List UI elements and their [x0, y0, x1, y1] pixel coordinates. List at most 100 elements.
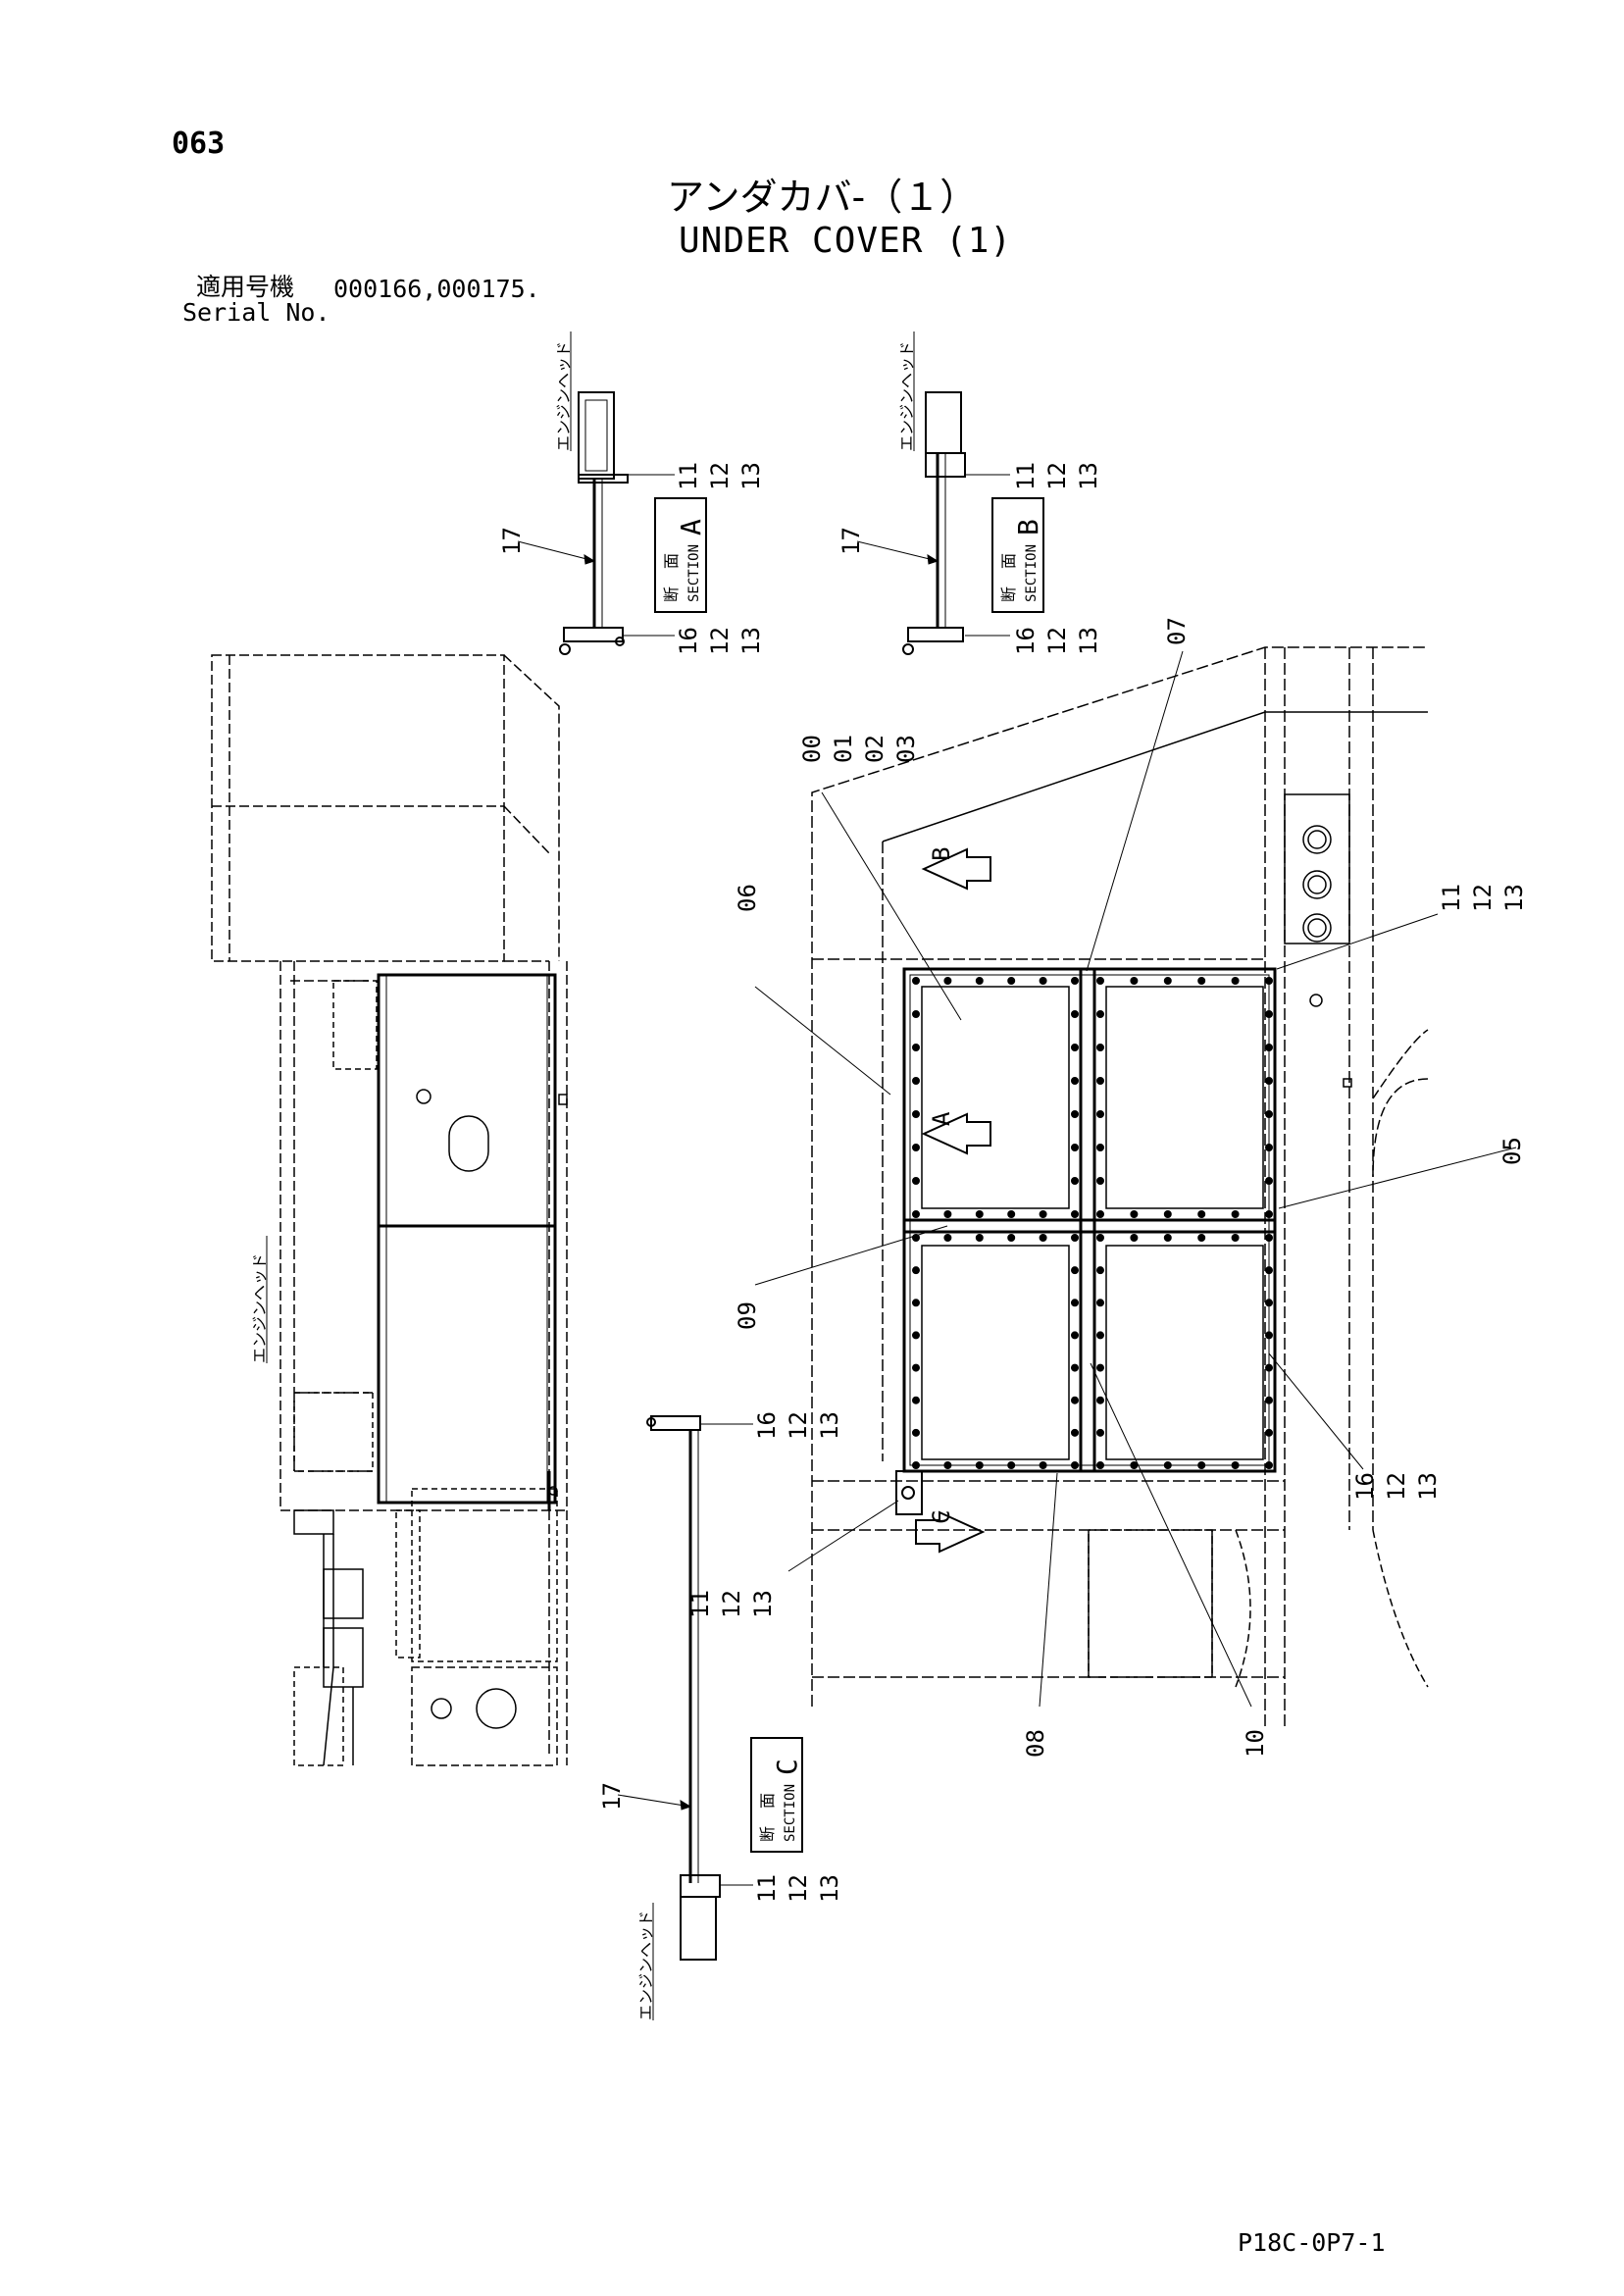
bolt	[1265, 1266, 1273, 1275]
bolt	[1265, 1331, 1273, 1340]
bolt	[1231, 1234, 1240, 1242]
bolt	[912, 1363, 920, 1372]
engine-head-label-a: エンジンヘッド	[554, 341, 573, 451]
bolt	[1163, 1461, 1172, 1469]
part-13-a-top: 13	[737, 462, 765, 490]
part-17-c: 17	[598, 1782, 626, 1811]
bolt	[1096, 1077, 1104, 1085]
bolt	[1039, 1461, 1047, 1469]
part-13-main-right: 13	[1500, 884, 1528, 912]
bolt	[1096, 1331, 1104, 1340]
bolt	[1265, 1010, 1273, 1018]
section-b-detail: エンジンヘッド 11 12 13 16 12 13 17 断 面 SECTION…	[837, 332, 1102, 655]
view-arrow-c: C	[915, 1510, 986, 1554]
bolt	[943, 977, 952, 985]
section-a-en: SECTION	[686, 544, 702, 602]
part-12-main-lower: 12	[1383, 1472, 1410, 1501]
bolt	[1130, 1461, 1139, 1469]
serial-numbers: 000166,000175.	[333, 275, 540, 303]
section-b-letter: B	[1012, 519, 1044, 536]
part-17-a: 17	[498, 527, 526, 555]
part-02: 02	[861, 735, 888, 763]
bolt	[1096, 1210, 1104, 1218]
bolt	[1071, 1396, 1079, 1404]
bolt	[1096, 1299, 1104, 1307]
bolt	[943, 1210, 952, 1218]
part-12-b-bottom: 12	[1043, 627, 1071, 655]
bolt	[1163, 1234, 1172, 1242]
bolt	[1007, 1234, 1016, 1242]
engine-head-label-side: エンジンヘッド	[250, 1253, 269, 1363]
bolt	[1071, 1044, 1079, 1051]
part-11-c: 11	[753, 1874, 781, 1903]
bolt	[1039, 1234, 1047, 1242]
bolt	[1197, 1210, 1206, 1218]
part-12-b-top: 12	[1043, 462, 1071, 490]
bolt	[912, 1461, 920, 1469]
bolt	[1096, 1363, 1104, 1372]
main-plan-view	[811, 646, 1429, 1726]
section-a-letter: A	[675, 519, 707, 536]
part-12-main-left: 12	[718, 1590, 745, 1618]
section-b-jp2: 面	[999, 553, 1018, 569]
bolt	[1071, 1363, 1079, 1372]
part-10: 10	[1242, 1729, 1269, 1758]
bolt	[1071, 1010, 1079, 1018]
title-japanese: アンダカバ-（１）	[667, 176, 978, 219]
part-11-main-right: 11	[1438, 884, 1465, 912]
part-labels-main: 00 01 02 03 07 06 11 12 13 05 09 16 12 1…	[686, 617, 1528, 1758]
bolt	[1096, 1461, 1104, 1469]
bolt	[1071, 977, 1079, 985]
leader-lines	[754, 650, 1517, 1708]
bolt	[1071, 1110, 1079, 1118]
part-17-b: 17	[837, 527, 865, 555]
part-11-a-top: 11	[675, 462, 702, 490]
bolt	[1265, 1396, 1273, 1404]
part-12-c-top: 12	[785, 1411, 812, 1440]
view-arrow-b-letter: B	[928, 847, 955, 861]
bolt	[1265, 1177, 1273, 1185]
part-12-a-top: 12	[706, 462, 734, 490]
bolt	[1071, 1331, 1079, 1340]
part-00: 00	[798, 735, 826, 763]
engine-head-label-b: エンジンヘッド	[897, 341, 916, 451]
part-12-a-bottom: 12	[706, 627, 734, 655]
bolt	[1071, 1177, 1079, 1185]
bolt	[1265, 1210, 1273, 1218]
bolt	[912, 1010, 920, 1018]
bolt	[1130, 977, 1139, 985]
title-english: UNDER COVER (1)	[679, 221, 1013, 261]
bolt	[1039, 977, 1047, 985]
bolt	[1231, 1461, 1240, 1469]
bolt	[1265, 1299, 1273, 1307]
part-13-b-bottom: 13	[1075, 627, 1102, 655]
bolt	[1039, 1210, 1047, 1218]
bolt	[1265, 1110, 1273, 1118]
bolt	[1163, 977, 1172, 985]
section-c-en: SECTION	[783, 1784, 798, 1842]
part-11-b-top: 11	[1012, 462, 1040, 490]
view-arrow-a: A	[921, 1111, 991, 1155]
bolt	[1096, 1044, 1104, 1051]
serial-label-english: Serial No.	[182, 298, 330, 327]
bolt	[1071, 1428, 1079, 1437]
bolt	[1096, 1010, 1104, 1018]
bolt	[912, 1266, 920, 1275]
part-16-b-bottom: 16	[1012, 627, 1040, 655]
part-12-c-bottom: 12	[785, 1874, 812, 1903]
bolt	[975, 1210, 984, 1218]
cover-bolts	[912, 977, 1273, 1469]
section-c-jp1: 断	[758, 1826, 777, 1842]
section-b-jp1: 断	[999, 587, 1018, 602]
view-arrow-c-letter: C	[928, 1510, 955, 1524]
bolt	[912, 977, 920, 985]
bolt	[1197, 1234, 1206, 1242]
bolt	[912, 1428, 920, 1437]
bolt	[1007, 977, 1016, 985]
bolt	[912, 1110, 920, 1118]
bolt	[1096, 1144, 1104, 1151]
part-13-c-bottom: 13	[816, 1874, 843, 1903]
bolt	[975, 1461, 984, 1469]
bolt	[1265, 1234, 1273, 1242]
bolt	[1071, 1299, 1079, 1307]
